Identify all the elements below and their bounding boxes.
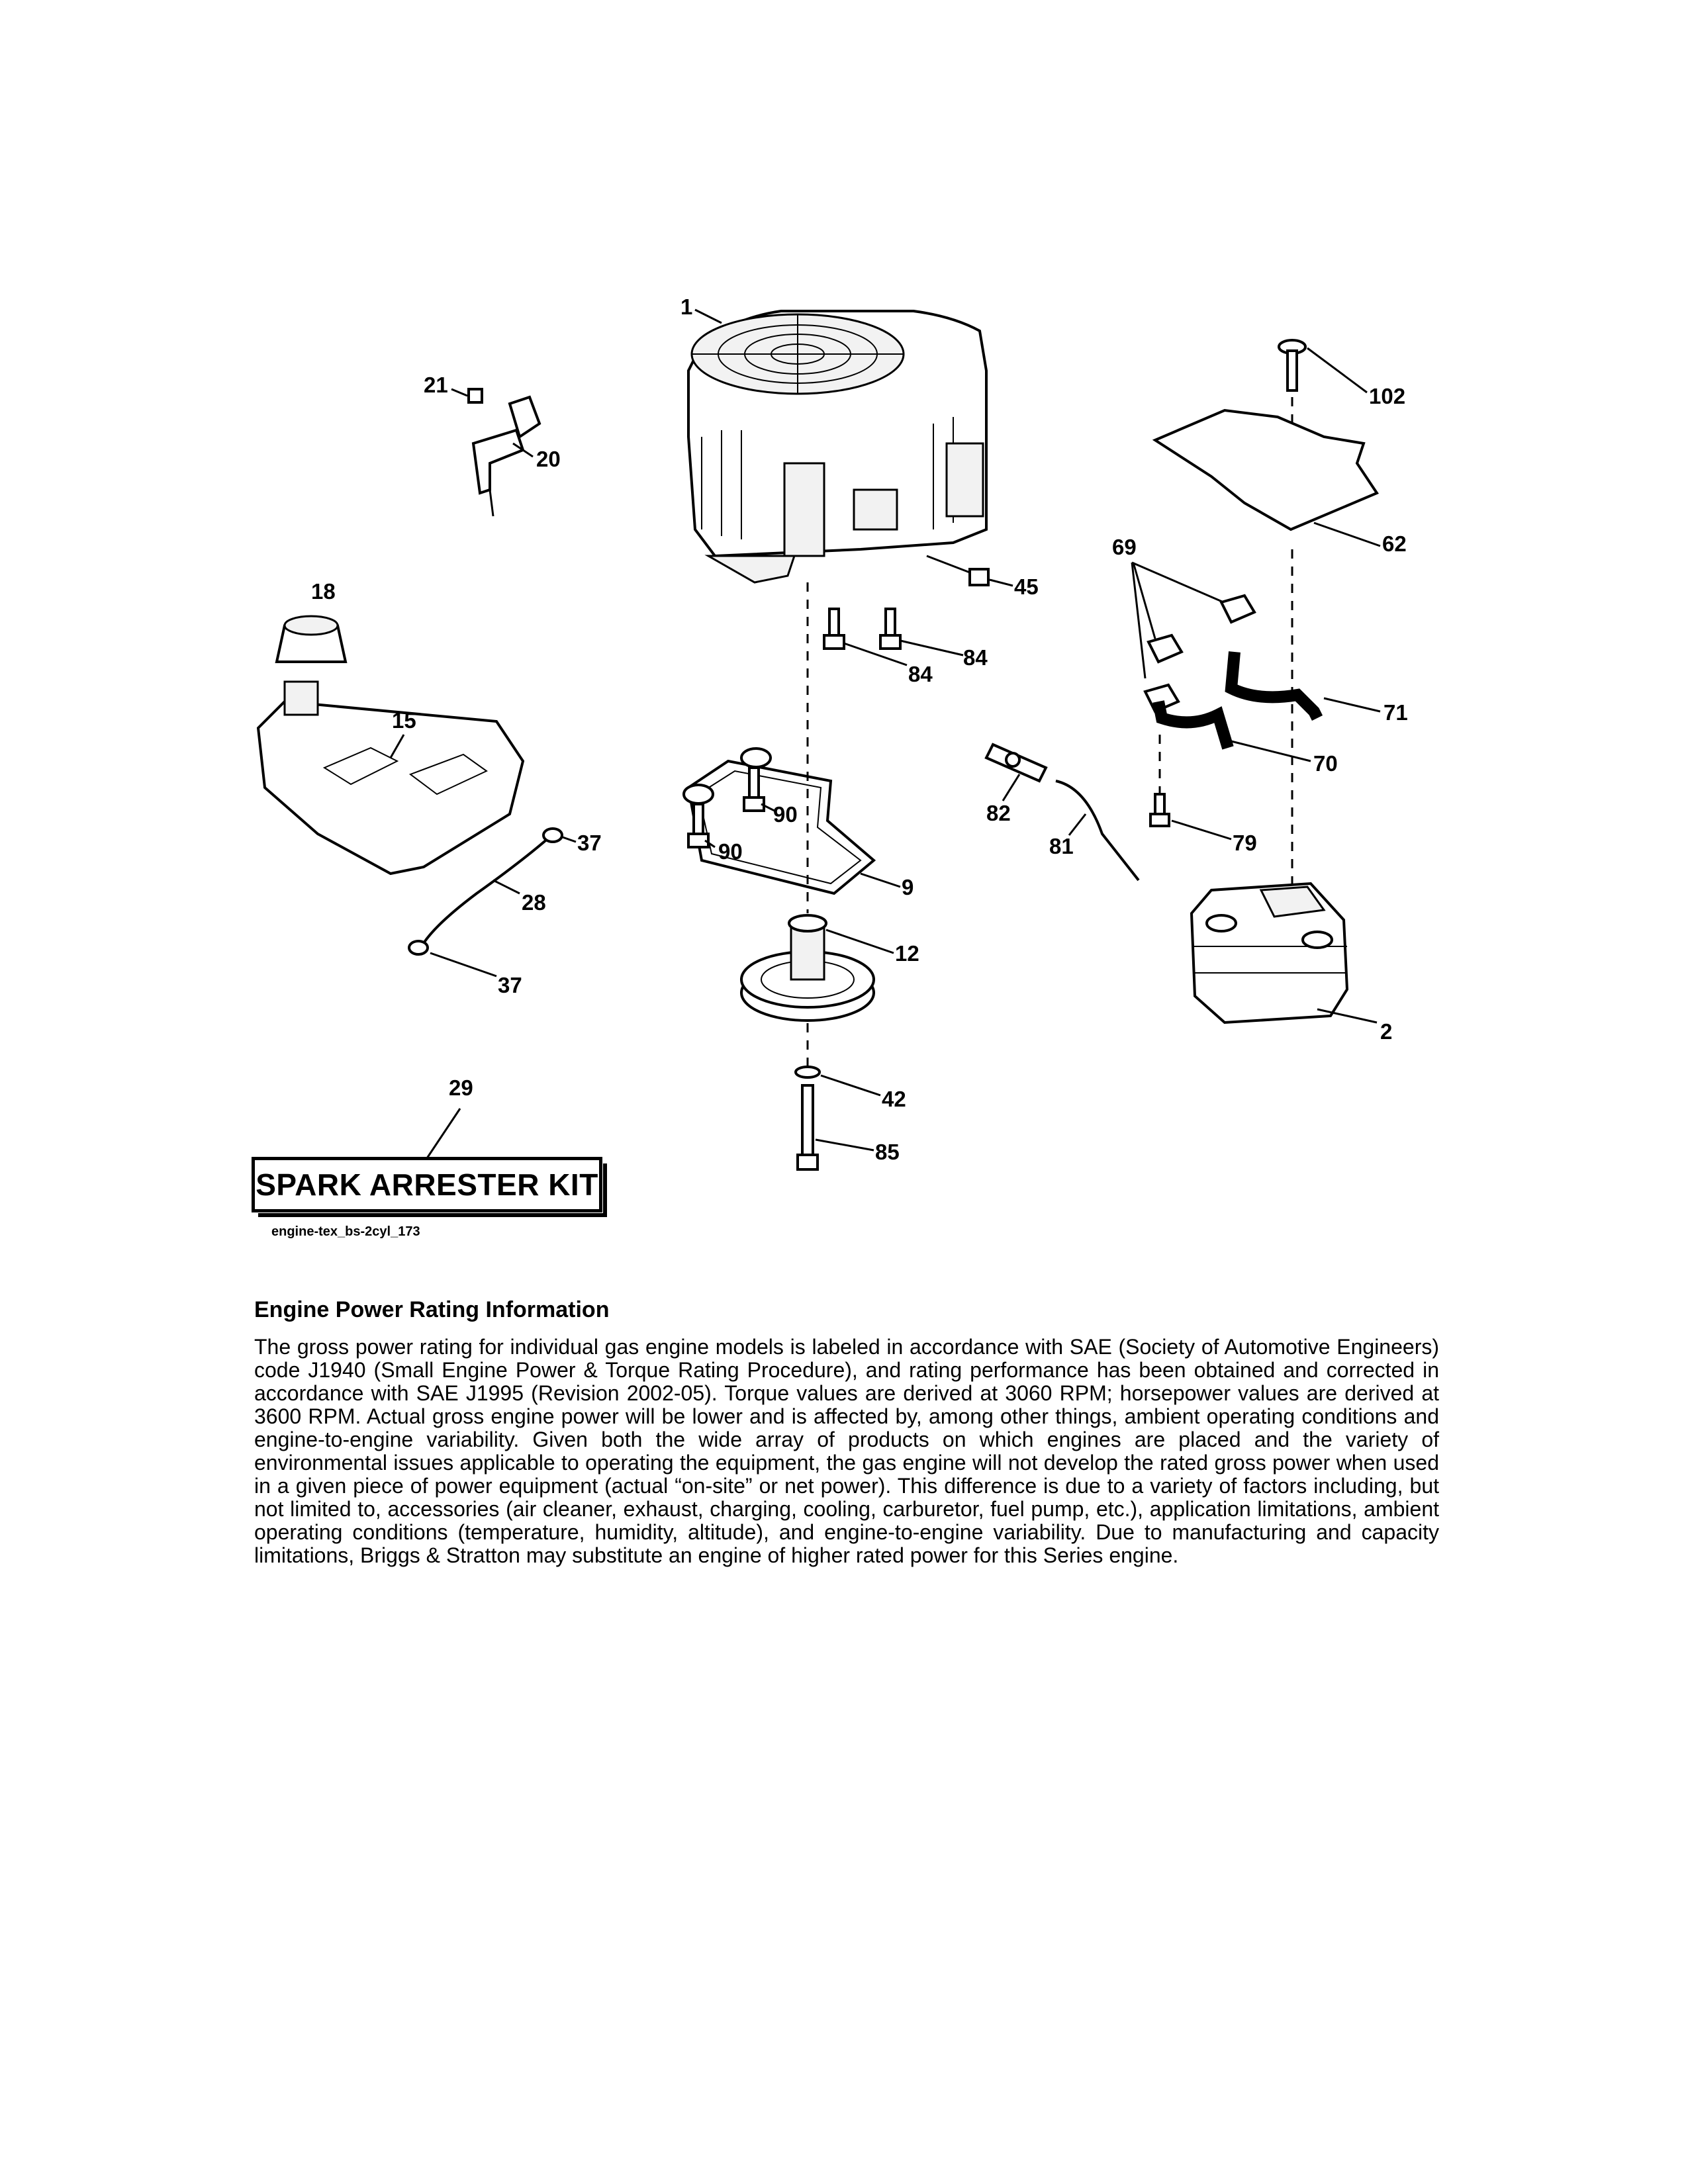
- callout-85: 85: [875, 1140, 900, 1164]
- nut-45: [968, 568, 990, 586]
- callout-20: 20: [536, 447, 561, 471]
- callout-37-upper: 37: [577, 831, 602, 855]
- heat-shield-62: [1152, 408, 1380, 531]
- callout-90-upper: 90: [773, 802, 798, 827]
- callout-15: 15: [392, 708, 416, 733]
- callout-71: 71: [1383, 700, 1408, 725]
- exhaust-pipe-70: [1152, 700, 1234, 750]
- callout-37-lower: 37: [498, 973, 522, 997]
- callout-18: 18: [311, 579, 336, 604]
- bracket-9: [686, 759, 876, 895]
- callout-62: 62: [1382, 531, 1407, 556]
- callout-28: 28: [522, 890, 546, 915]
- fuel-line-28: [422, 836, 551, 944]
- callout-84-right: 84: [963, 645, 988, 670]
- callout-12: 12: [895, 941, 919, 966]
- engine-assembly: [687, 310, 988, 584]
- spark-arrester-kit-box: SPARK ARRESTER KIT: [252, 1157, 607, 1217]
- callout-9: 9: [902, 875, 914, 899]
- engine-bolts-84: [823, 608, 902, 650]
- drawing-id: engine-tex_bs-2cyl_173: [271, 1224, 420, 1239]
- gasket-69-mid: [1147, 633, 1184, 664]
- callout-70: 70: [1313, 751, 1338, 776]
- muffler-2: [1190, 882, 1349, 1024]
- section-body: The gross power rating for individual ga…: [254, 1335, 1439, 1567]
- washer-42: [794, 1066, 821, 1079]
- throttle-control-20: [471, 395, 541, 517]
- exhaust-pipe-71: [1225, 651, 1323, 721]
- spark-arrester-kit-label: SPARK ARRESTER KIT: [256, 1167, 598, 1202]
- callout-21: 21: [424, 373, 448, 397]
- bolt-85: [796, 1084, 819, 1171]
- callout-79: 79: [1233, 831, 1257, 855]
- callout-1: 1: [680, 295, 692, 319]
- fuel-hose-81: [1055, 780, 1140, 882]
- callout-90-lower: 90: [718, 839, 743, 864]
- callout-45: 45: [1014, 574, 1039, 599]
- exploded-parts-diagram: 1 45 84 84 9 90 90 12: [256, 295, 1408, 1171]
- section-title: Engine Power Rating Information: [254, 1297, 610, 1322]
- callout-84-left: 84: [908, 662, 933, 686]
- clamp-37-upper: [542, 827, 563, 843]
- callout-102: 102: [1369, 384, 1405, 408]
- gasket-69-top: [1219, 594, 1256, 624]
- callout-81: 81: [1049, 834, 1074, 858]
- bolt-79: [1149, 793, 1170, 827]
- callout-69: 69: [1112, 535, 1137, 559]
- bolt-102: [1278, 339, 1307, 392]
- bracket-bolts-90: [687, 766, 765, 848]
- callout-2: 2: [1380, 1019, 1392, 1044]
- fuel-fitting-82: [984, 743, 1048, 783]
- callout-42: 42: [882, 1087, 906, 1111]
- pulley-12: [740, 914, 875, 1022]
- fuel-cap-18: [275, 615, 348, 663]
- callout-29: 29: [449, 1075, 473, 1100]
- clamp-37-lower: [408, 940, 429, 956]
- screw-21: [467, 388, 483, 404]
- fuel-tank-15: [256, 680, 525, 876]
- callout-82: 82: [986, 801, 1011, 825]
